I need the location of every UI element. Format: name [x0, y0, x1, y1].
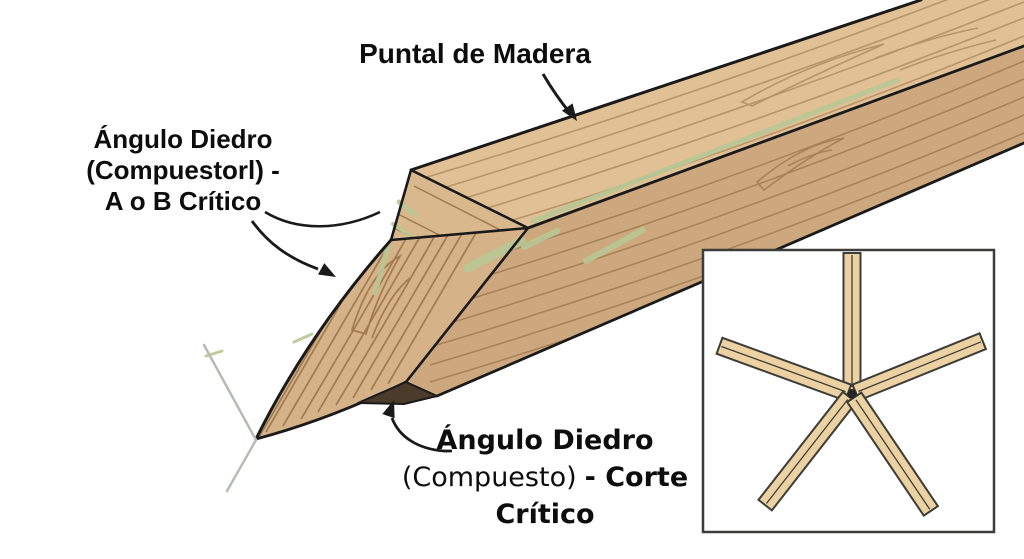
point-facet [256, 228, 528, 439]
dihedral-ab-arrow [250, 220, 336, 277]
dihedral-ab-leader-upper [264, 210, 381, 228]
label-puntal-de-madera: Puntal de Madera [300, 39, 650, 69]
label-corte-line2-bold: - Corte [584, 462, 689, 493]
top-bevel-facet [391, 170, 528, 240]
star-center-dot [847, 389, 857, 399]
label-ab-line1: Ángulo Diedro [93, 124, 273, 154]
label-puntal-text: Puntal de Madera [359, 38, 591, 69]
top-label-arrow [541, 73, 577, 121]
moss-accents [204, 77, 901, 358]
label-ab-line3: A o B Crítico [104, 186, 262, 216]
beam-front-face [406, 46, 1024, 396]
critical-cut-arrow [382, 400, 452, 453]
star-arm-up [842, 252, 862, 391]
point-facet-grain [258, 228, 495, 438]
grass-strokes [202, 343, 258, 493]
label-corte-line2-regular: (Compuesto) [401, 462, 577, 493]
inset-panel [701, 248, 996, 534]
bottom-shadow-facet [357, 381, 438, 405]
label-angulo-diedro-ab: Ángulo Diedro (Compuestorl) - A o B Crít… [58, 124, 308, 217]
beam-top-face [411, 0, 1024, 228]
label-corte-line2: (Compuesto)- Corte [380, 459, 710, 496]
label-corte-line1: Ángulo Diedro [436, 425, 654, 456]
leader-arrows [250, 73, 577, 453]
stake-star [715, 252, 988, 518]
label-ab-line2: (Compuestorl) - [86, 155, 280, 185]
label-angulo-diedro-corte: Ángulo Diedro (Compuesto)- Corte Crítico [380, 422, 710, 533]
label-corte-line3: Crítico [495, 499, 595, 530]
stake-star-arms [715, 252, 988, 518]
